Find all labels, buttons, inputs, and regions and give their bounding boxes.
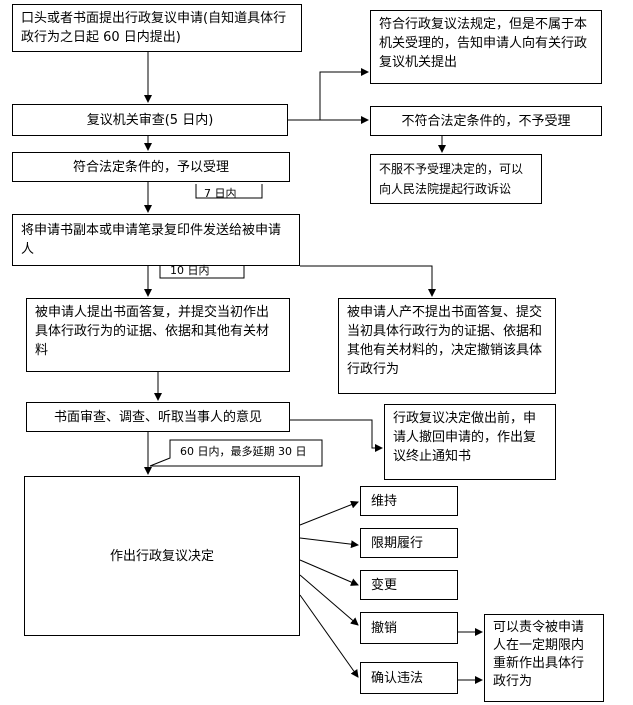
hearing-box: 书面审查、调查、听取当事人的意见 (26, 402, 290, 432)
noreply-box: 被申请人产不提出书面答复、提交当初具体行政行为的证据、依据和其他有关材料的，决定… (338, 298, 556, 394)
confirm-illegal-box: 确认违法 (360, 662, 458, 694)
decision-box: 作出行政复议决定 (24, 476, 300, 636)
confirm-illegal-text: 确认违法 (371, 670, 424, 686)
callout-10days: 10 日内 (170, 264, 210, 277)
hearing-text: 书面审查、调查、听取当事人的意见 (53, 409, 262, 425)
redo-box: 可以责令被申请人在一定期限内重新作出具体行政行为 (484, 614, 604, 702)
callout-60days: 60 日内，最多延期 30 日 (180, 445, 307, 458)
redo-text: 可以责令被申请人在一定期限内重新作出具体行政行为 (493, 620, 585, 689)
send-text: 将申请书副本或申请笔录复印件发送给被申请人 (21, 223, 282, 257)
change-box: 变更 (360, 570, 458, 600)
arrow-decision-deadline (299, 537, 359, 549)
not-this-org-text: 符合行政复议法规定，但是不属于本机关受理的，告知申请人向有关行政复议机关提出 (379, 17, 588, 70)
review-box: 复议机关审查(5 日内) (12, 104, 288, 136)
not-this-org-box: 符合行政复议法规定，但是不属于本机关受理的，告知申请人向有关行政复议机关提出 (370, 10, 602, 84)
review-text: 复议机关审查(5 日内) (86, 112, 214, 128)
deadline-perform-box: 限期履行 (360, 528, 458, 558)
reject-box: 不符合法定条件的，不予受理 (370, 106, 602, 136)
arrow-review-notthisorg (288, 68, 369, 121)
noreply-text: 被申请人产不提出书面答复、提交当初具体行政行为的证据、依据和其他有关材料的，决定… (347, 305, 543, 377)
deadline-perform-text: 限期履行 (371, 535, 424, 551)
revoke-box: 撤销 (360, 612, 458, 644)
apply-text: 口头或者书面提出行政复议申请(自知道具体行政行为之日起 60 日内提出) (21, 11, 287, 45)
callout-7days-border (195, 184, 263, 199)
withdraw-text: 行政复议决定做出前，申请人撤回申请的，作出复议终止通知书 (393, 411, 537, 464)
reject-text: 不符合法定条件的，不予受理 (401, 113, 571, 129)
arrow-hearing-withdraw (290, 419, 383, 452)
accept-box: 符合法定条件的，予以受理 (12, 152, 290, 182)
withdraw-box: 行政复议决定做出前，申请人撤回申请的，作出复议终止通知书 (384, 404, 556, 480)
accept-text: 符合法定条件的，予以受理 (72, 159, 229, 175)
arrow-decision-maintain (299, 500, 359, 526)
decision-text: 作出行政复议决定 (109, 548, 214, 564)
arrow-decision-revoke (299, 574, 359, 626)
change-text: 变更 (371, 577, 398, 593)
callout-60days-border (149, 439, 323, 467)
maintain-box: 维持 (360, 486, 458, 516)
arrow-decision-confirm (299, 594, 359, 678)
reply-text: 被申请人提出书面答复，并提交当初作出具体行政行为的证据、依据和其他有关材料 (35, 305, 270, 358)
callout-7days: 7 日内 (204, 187, 237, 200)
lawsuit-box: 不服不予受理决定的，可以向人民法院提起行政诉讼 (370, 154, 542, 204)
maintain-text: 维持 (371, 493, 398, 509)
lawsuit-text: 不服不予受理决定的，可以向人民法院提起行政诉讼 (379, 162, 524, 196)
reply-box: 被申请人提出书面答复，并提交当初作出具体行政行为的证据、依据和其他有关材料 (26, 298, 290, 372)
revoke-text: 撤销 (371, 620, 398, 636)
arrow-send-noreply (300, 265, 436, 297)
send-box: 将申请书副本或申请笔录复印件发送给被申请人 (12, 214, 300, 266)
apply-box: 口头或者书面提出行政复议申请(自知道具体行政行为之日起 60 日内提出) (12, 4, 302, 52)
arrow-decision-change (299, 559, 359, 586)
